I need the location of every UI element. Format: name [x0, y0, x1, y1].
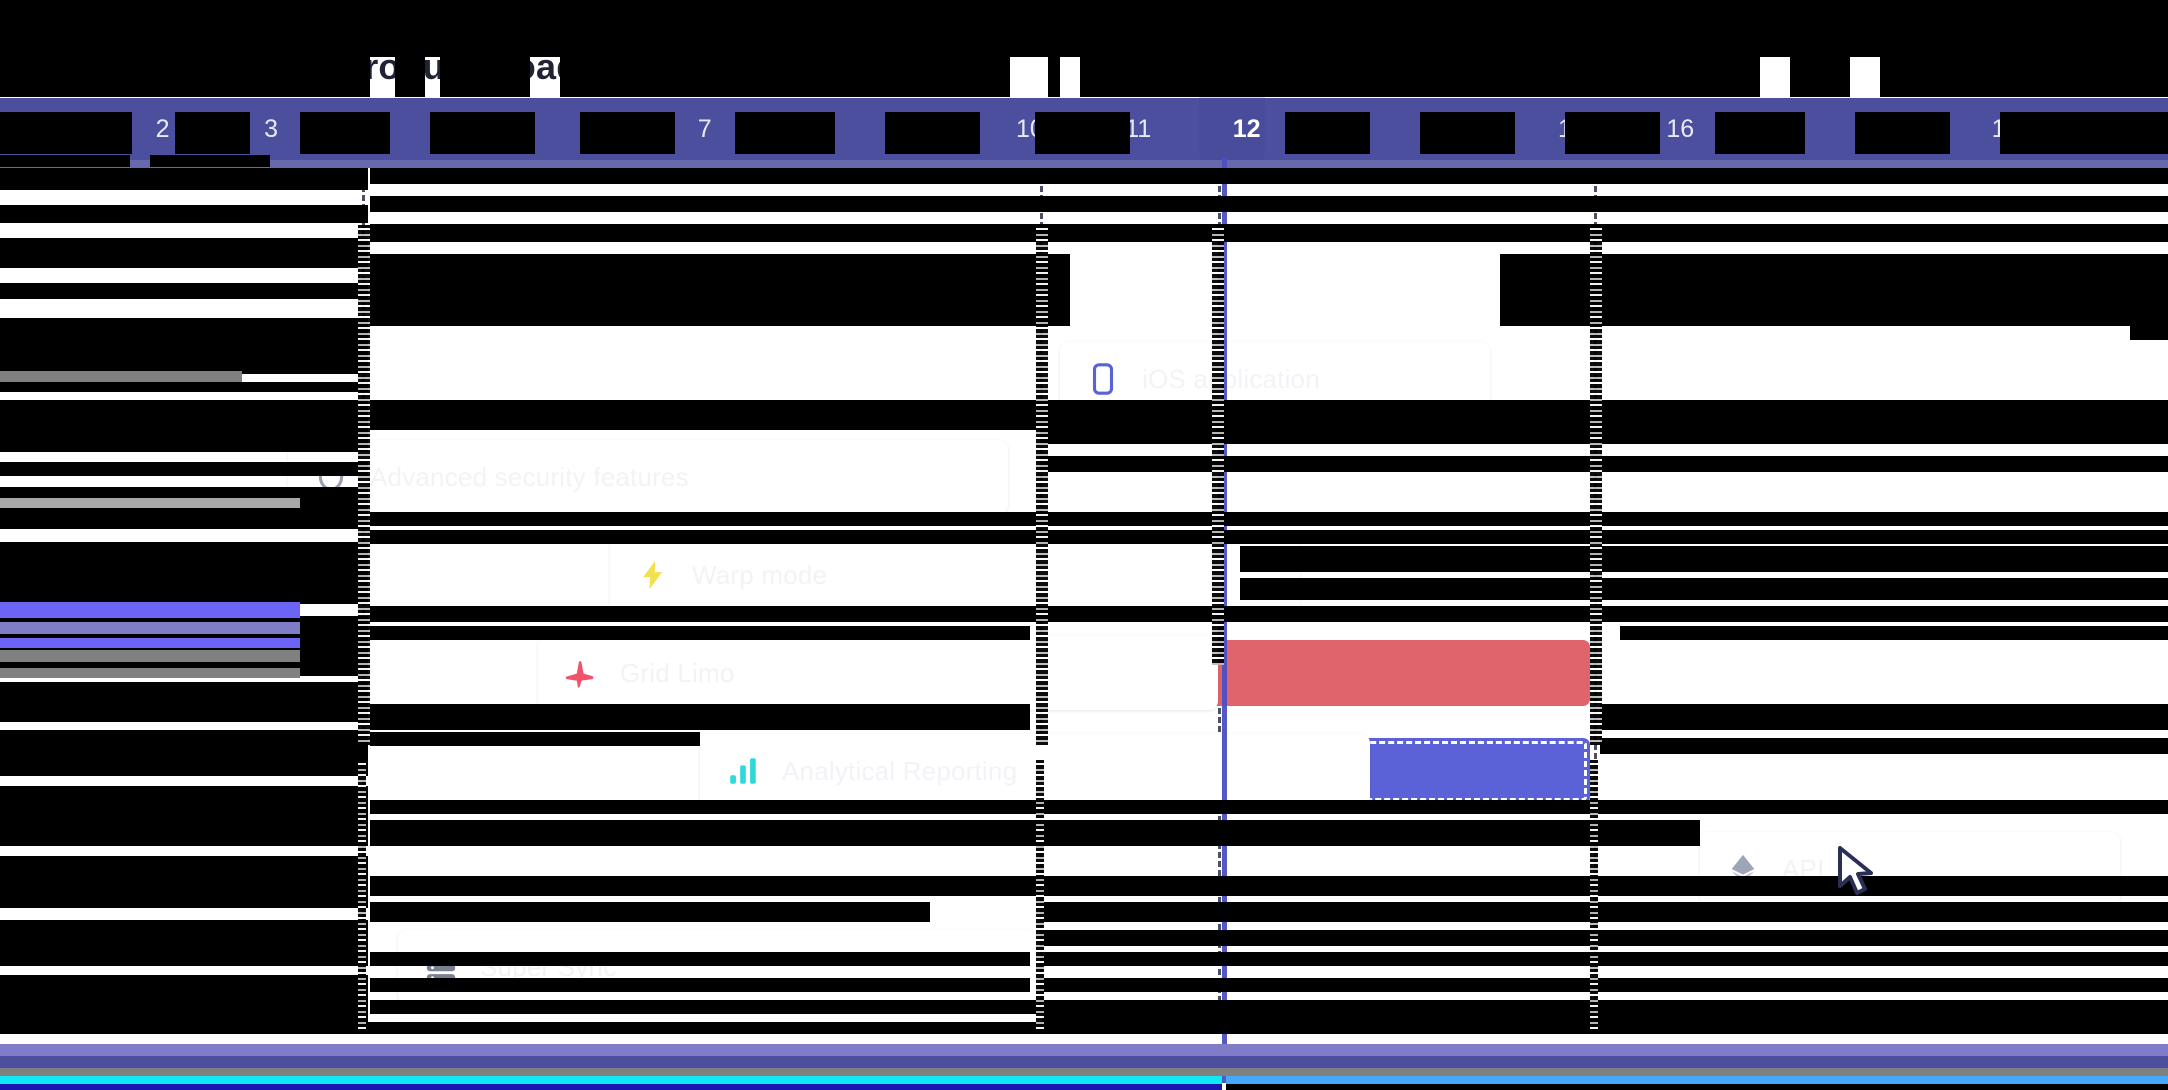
timeline-tick[interactable]: 17: [1774, 114, 1803, 143]
task-card-advanced-security-features[interactable]: Advanced security features: [288, 440, 1008, 514]
task-row: Super Sync: [0, 930, 2168, 1028]
timeline-tick[interactable]: 16: [1666, 114, 1695, 143]
task-row: Advanced security features: [0, 440, 2168, 538]
today-marker-line: [1222, 158, 1227, 1083]
task-label: Analytical Reporting: [782, 755, 1018, 786]
task-label: Warp mode: [692, 559, 828, 590]
timeline-tick[interactable]: 9: [914, 114, 929, 143]
task-row: Analytical Reporting: [0, 734, 2168, 832]
diamond-icon: [1726, 852, 1760, 886]
timeline-tick-today[interactable]: 12: [1232, 114, 1261, 143]
task-label: iOS application: [1142, 363, 1320, 394]
task-card-grid-limo[interactable]: Grid Limo: [538, 636, 1218, 710]
plane-icon: [564, 656, 598, 690]
timeline-tick[interactable]: 2: [155, 114, 170, 143]
task-row: Grid Limo: [0, 636, 2168, 734]
timeline-tick[interactable]: 14: [1449, 114, 1478, 143]
task-card-ios-application[interactable]: iOS application: [1060, 342, 1490, 416]
today-highlight-pill: [1199, 88, 1265, 160]
timeline-tick[interactable]: 15: [1557, 114, 1586, 143]
timeline-tick[interactable]: 10: [1015, 114, 1044, 143]
task-card-super-sync[interactable]: Super Sync: [398, 930, 1038, 1004]
task-card-warp-mode[interactable]: Warp mode: [610, 538, 1300, 612]
timeline-tick[interactable]: 4: [372, 114, 387, 143]
timeline-tick[interactable]: 8: [806, 114, 820, 143]
task-label: API: [1782, 853, 1825, 884]
bolt-icon: [636, 558, 670, 592]
task-label: Advanced security features: [370, 461, 689, 492]
timeline-tick[interactable]: 1: [47, 114, 62, 143]
timeline-tick[interactable]: 3: [264, 114, 278, 143]
task-row: Warp mode: [0, 538, 2168, 636]
bar-chart-icon: [726, 754, 760, 788]
timeline-tick[interactable]: 11: [1125, 114, 1152, 143]
task-card-analytical-reporting[interactable]: Analytical Reporting: [700, 734, 1370, 808]
timeline-header-shadow: [0, 160, 2168, 168]
task-card-api[interactable]: API: [1700, 832, 2120, 906]
timeline-tick[interactable]: 5: [480, 114, 495, 143]
timeline-tick[interactable]: 20: [2100, 114, 2128, 143]
task-label: Grid Limo: [620, 657, 735, 688]
phone-icon: [1086, 362, 1120, 396]
timeline-tick[interactable]: 19: [1991, 114, 2020, 143]
timeline-tick[interactable]: 13: [1341, 114, 1369, 143]
task-label: Super Sync: [480, 951, 617, 982]
page-subtitle: Planned feature rollout timeline: [679, 62, 983, 87]
timeline-tick[interactable]: 6: [589, 114, 604, 143]
timeline-tick[interactable]: 7: [697, 114, 712, 143]
task-row: iOS application: [0, 342, 2168, 440]
page-title: Product Roadmap: [340, 46, 654, 87]
server-icon: [424, 950, 458, 984]
task-row: API: [0, 832, 2168, 930]
timeline-tick[interactable]: 18: [1883, 114, 1912, 143]
page-header: Product Roadmap Planned feature rollout …: [0, 0, 2168, 98]
shield-icon: [314, 460, 348, 494]
